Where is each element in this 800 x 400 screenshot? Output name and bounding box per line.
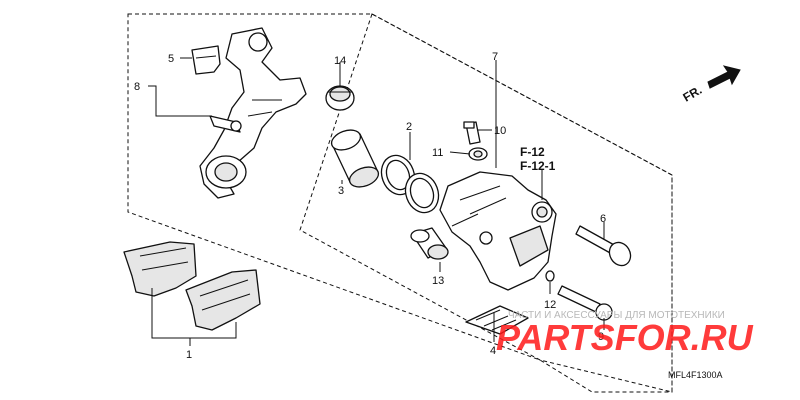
- callout-9: 9: [598, 331, 604, 343]
- pad-spring: [465, 305, 529, 335]
- piston: [330, 129, 380, 188]
- brake-pads: [123, 241, 261, 331]
- callout-5: 5: [168, 53, 174, 65]
- bleeder-screw: [463, 121, 481, 145]
- washer-12: [545, 270, 555, 282]
- rubber-boot: [325, 85, 355, 111]
- caliper-bracket: [199, 27, 307, 199]
- boot-part: [191, 45, 221, 75]
- ref-f12: F-12: [520, 145, 545, 159]
- sleeve-13: [410, 227, 449, 260]
- callout-11: 11: [432, 147, 443, 159]
- watermark-tagline: ЧАСТИ И АКСЕССУАРЫ ДЛЯ МОТОТЕХНИКИ: [508, 310, 725, 321]
- callout-2: 2: [406, 121, 412, 133]
- callout-12: 12: [544, 299, 556, 311]
- caliper-body: [439, 171, 557, 291]
- watermark-logo: PARTSFOR.RU: [496, 317, 754, 358]
- assembly-outline: [127, 13, 673, 393]
- diagram-code: MFL4F1300A: [668, 370, 723, 380]
- bracket-pin: [209, 115, 242, 133]
- callout-1: 1: [186, 349, 192, 361]
- bleeder-cap: [468, 147, 488, 161]
- callout-10: 10: [494, 125, 506, 137]
- callout-14: 14: [334, 55, 346, 67]
- leader-lines: [148, 57, 605, 346]
- callout-6: 6: [600, 213, 606, 225]
- front-direction-label: FR.: [681, 83, 705, 105]
- callout-3: 3: [338, 185, 344, 197]
- callout-4: 4: [490, 345, 496, 357]
- front-direction-arrow-icon: [707, 65, 741, 89]
- pin-bolt-9: [557, 285, 613, 321]
- caliper-body-outline: [299, 13, 673, 393]
- ref-f12-1: F-12-1: [520, 159, 556, 173]
- callout-7: 7: [492, 51, 498, 63]
- piston-seals: [380, 154, 440, 214]
- callout-8: 8: [134, 81, 140, 93]
- callout-13: 13: [432, 275, 444, 287]
- pin-bolt-6: [575, 225, 632, 267]
